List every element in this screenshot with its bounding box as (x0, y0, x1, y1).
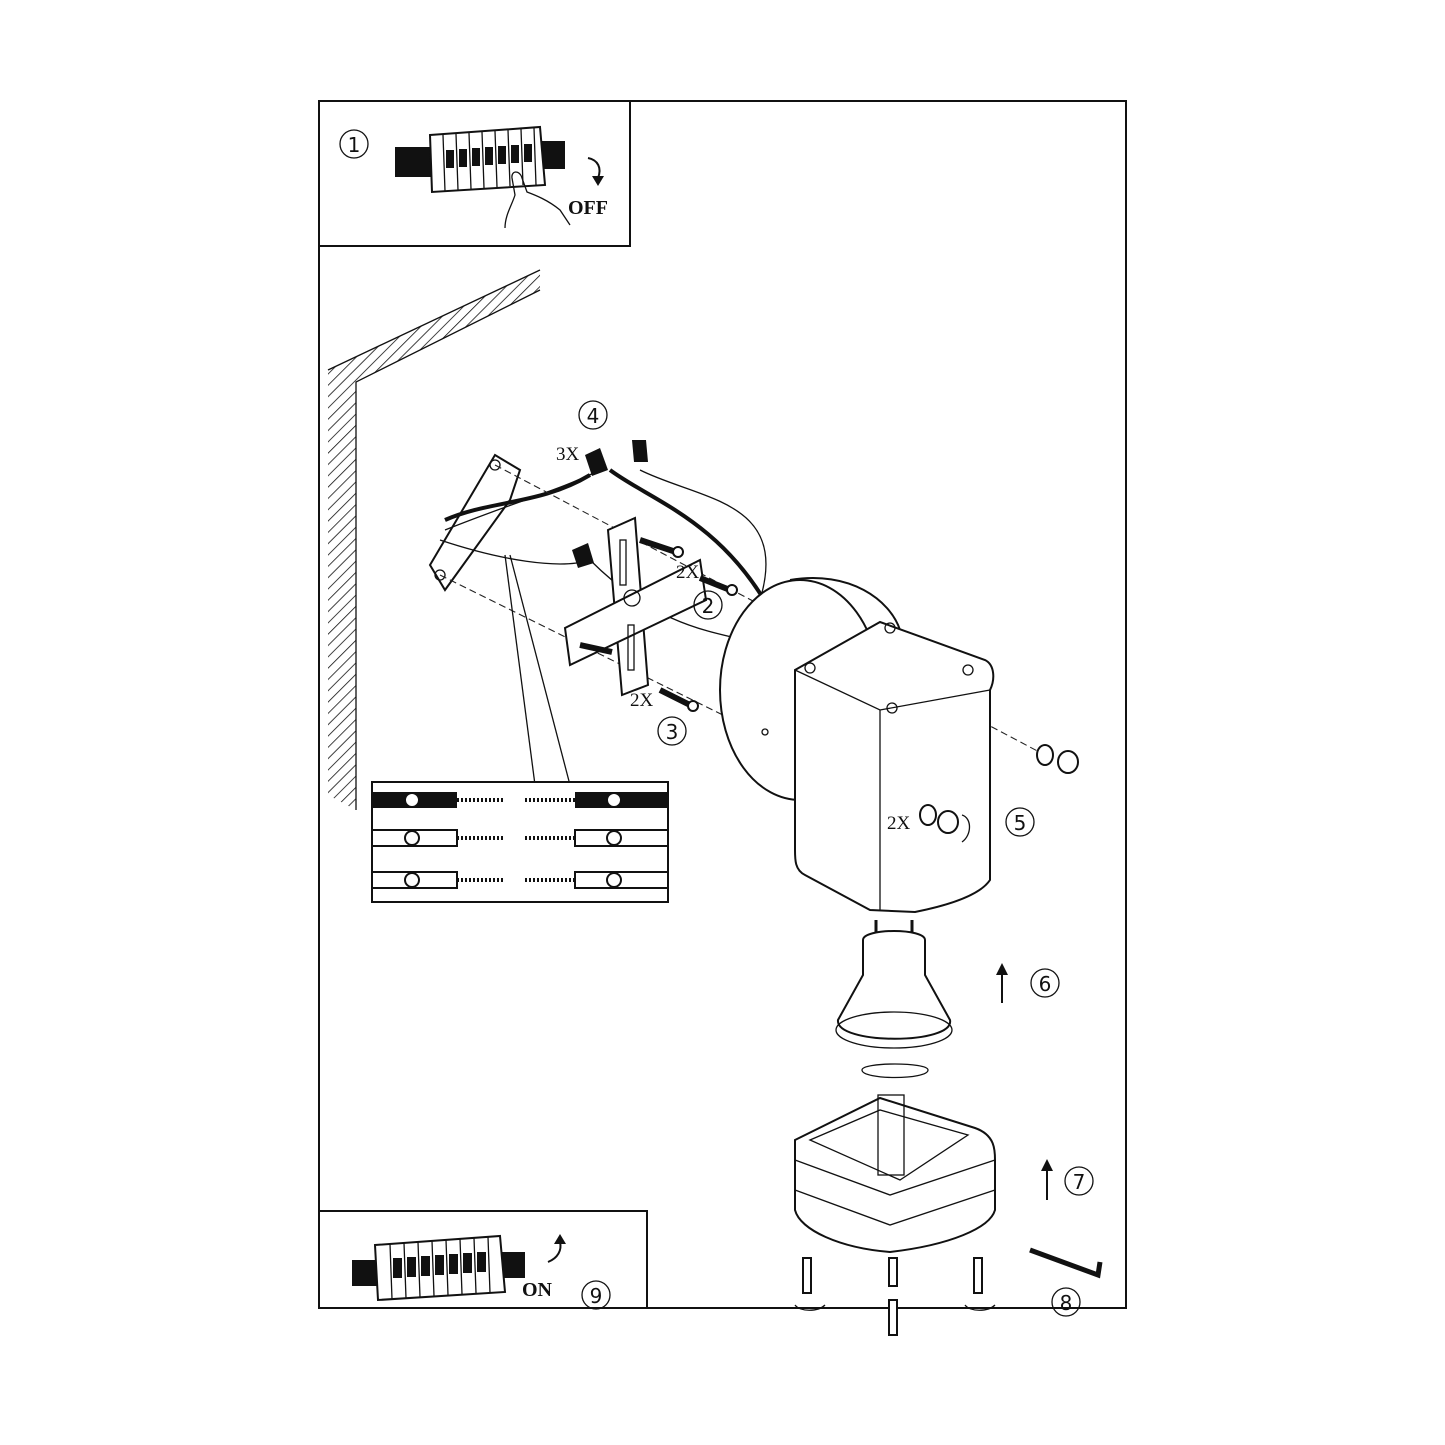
svg-text:7: 7 (1073, 1170, 1086, 1194)
arrow-up-icon (996, 963, 1008, 1003)
bracket-screw-qty: 2X (676, 562, 700, 583)
screw-icon (579, 537, 738, 655)
svg-text:5: 5 (1014, 811, 1027, 835)
mount-screw-icon (658, 687, 699, 712)
svg-text:2: 2 (702, 594, 715, 618)
svg-text:9: 9 (590, 1284, 603, 1308)
on-label: ON (522, 1279, 553, 1301)
wiring-inset (371, 554, 669, 903)
mounting-bracket (563, 516, 708, 697)
lamp-head (794, 620, 995, 914)
circuit-breaker-icon-2 (352, 1234, 525, 1302)
svg-text:8: 8 (1060, 1291, 1073, 1315)
hand-icon (504, 171, 571, 229)
outer-frame (318, 100, 1127, 1309)
hex-key-icon (1029, 1247, 1103, 1279)
step-5-badge: 5 (1005, 807, 1035, 837)
cover-screw-icon (794, 1257, 996, 1336)
wall-plate (428, 453, 522, 592)
step-7-badge: 7 (1064, 1166, 1094, 1196)
step1-panel: 1 OFF (318, 100, 631, 247)
svg-text:6: 6 (1039, 972, 1052, 996)
wire-connector-qty: 3X (556, 444, 580, 465)
step-6-badge: 6 (1030, 968, 1060, 998)
lamp-bulb-icon (835, 920, 953, 1079)
arrow-up-curved-icon (547, 1241, 562, 1263)
off-label: OFF (568, 197, 608, 219)
step-4-badge: 4 (578, 400, 608, 430)
step-2-badge: 2 (693, 590, 723, 620)
svg-text:3: 3 (666, 720, 679, 744)
step-3-badge: 3 (657, 716, 687, 746)
step-1-badge: 1 (339, 129, 369, 159)
svg-text:4: 4 (587, 404, 600, 428)
step9-panel: ON 9 (318, 1210, 648, 1310)
svg-text:1: 1 (348, 133, 361, 157)
wire-connector-icon (572, 440, 648, 568)
wall-icon (327, 269, 541, 810)
step-8-badge: 8 (1051, 1287, 1081, 1317)
cap-nut-qty: 2X (887, 813, 911, 834)
mount-screw-qty: 2X (630, 690, 654, 711)
nut-icon (919, 744, 1079, 843)
lamp-cover (794, 1094, 996, 1254)
circuit-breaker-icon (395, 125, 565, 194)
step-9-badge: 9 (581, 1280, 611, 1310)
arrow-down-icon (587, 157, 601, 179)
arrow-up-icon-2 (1041, 1159, 1053, 1200)
